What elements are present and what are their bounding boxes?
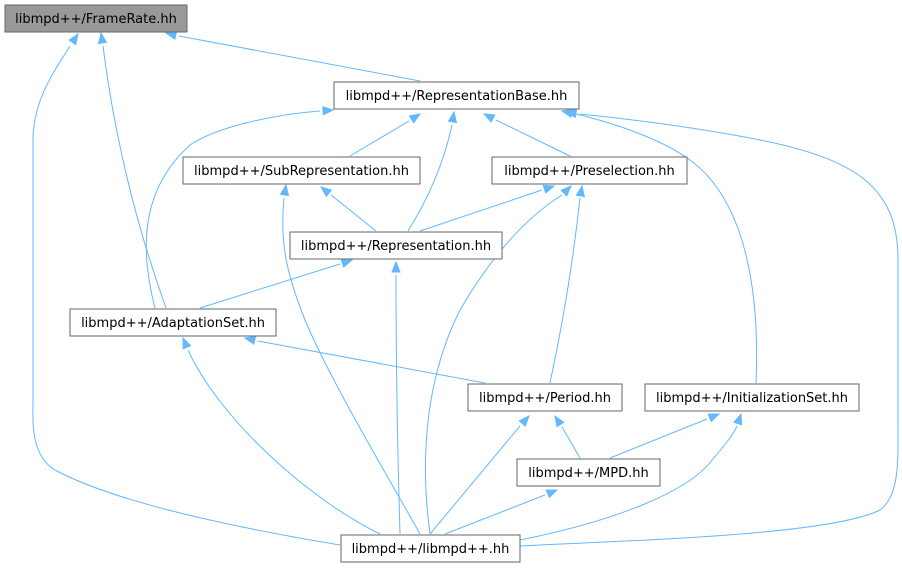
arrowhead [564, 108, 578, 119]
edge-libmpd-to-framerate [32, 32, 341, 546]
node-label-representation: libmpd++/Representation.hh [301, 239, 491, 254]
edge-rep-to-presel [419, 184, 556, 232]
node-label-mpd: libmpd++/MPD.hh [528, 466, 649, 481]
edge-subrep-to-repbase [349, 113, 422, 157]
arrowhead [554, 414, 565, 428]
node-label-period: libmpd++/Period.hh [479, 391, 611, 406]
arrowhead [68, 32, 79, 46]
arrowhead [482, 113, 496, 123]
arrowhead [733, 412, 743, 426]
node-mpd[interactable]: libmpd++/MPD.hh [516, 458, 661, 487]
node-label-representation-base: libmpd++/RepresentationBase.hh [346, 89, 568, 104]
edge-period-to-presel [549, 184, 585, 384]
arrowhead [545, 489, 559, 499]
edge-adapt-to-rep [199, 258, 354, 309]
node-label-libmpd: libmpd++/libmpd++.hh [352, 542, 510, 557]
edge-libmpd-to-mpd [444, 489, 559, 535]
edge-mpd-to-initset [609, 413, 721, 459]
node-representation[interactable]: libmpd++/Representation.hh [289, 231, 503, 260]
node-libmpd[interactable]: libmpd++/libmpd++.hh [340, 534, 521, 563]
edge-libmpd-to-subrep [279, 183, 421, 535]
node-adaptation-set[interactable]: libmpd++/AdaptationSet.hh [69, 308, 277, 337]
node-label-preselection: libmpd++/Preselection.hh [504, 164, 675, 179]
edges-layer [32, 30, 899, 547]
edge-libmpd-to-repbase [519, 108, 899, 547]
edge-rep-to-subrep [319, 186, 377, 232]
node-label-initialization-set: libmpd++/InitializationSet.hh [656, 391, 848, 406]
edge-mpd-to-period [554, 414, 581, 459]
node-representation-base[interactable]: libmpd++/RepresentationBase.hh [333, 81, 580, 110]
arrowhead [408, 113, 422, 124]
edge-libmpd-to-rep [391, 260, 401, 535]
edge-libmpd-to-initset [519, 412, 743, 541]
node-subrepresentation[interactable]: libmpd++/SubRepresentation.hh [182, 156, 421, 185]
edge-initset-to-repbase [560, 108, 758, 384]
arrowhead [707, 413, 721, 423]
arrowhead [279, 183, 290, 197]
edge-period-to-adapt [243, 335, 486, 384]
edge-rep-to-repbase [407, 110, 458, 232]
edge-adapt-to-repbase [145, 106, 335, 309]
arrowhead [319, 186, 333, 198]
node-preselection[interactable]: libmpd++/Preselection.hh [491, 156, 688, 185]
edge-presel-to-repbase [482, 113, 571, 157]
arrowhead [182, 336, 192, 350]
node-label-adaptation-set: libmpd++/AdaptationSet.hh [81, 316, 265, 331]
edge-libmpd-to-period [429, 414, 530, 535]
arrowhead [391, 260, 401, 273]
arrowhead [322, 106, 335, 116]
node-framerate[interactable]: libmpd++/FrameRate.hh [4, 4, 188, 33]
arrowhead [560, 185, 572, 197]
node-label-subrepresentation: libmpd++/SubRepresentation.hh [194, 164, 409, 179]
edge-adapt-to-framerate [97, 31, 167, 309]
edge-libmpd-to-presel [424, 185, 572, 535]
arrowhead [340, 258, 354, 268]
arrowhead [542, 184, 556, 194]
arrowhead [447, 110, 458, 124]
node-period[interactable]: libmpd++/Period.hh [467, 383, 623, 412]
edge-repbase-to-framerate [164, 30, 421, 82]
arrowhead [518, 414, 530, 427]
arrowhead [243, 335, 257, 345]
arrowhead [97, 31, 108, 45]
arrowhead [164, 30, 178, 40]
edge-libmpd-to-adapt [182, 336, 381, 535]
node-initialization-set[interactable]: libmpd++/InitializationSet.hh [644, 383, 860, 412]
arrowhead [575, 184, 585, 198]
node-label-framerate: libmpd++/FrameRate.hh [15, 12, 177, 27]
